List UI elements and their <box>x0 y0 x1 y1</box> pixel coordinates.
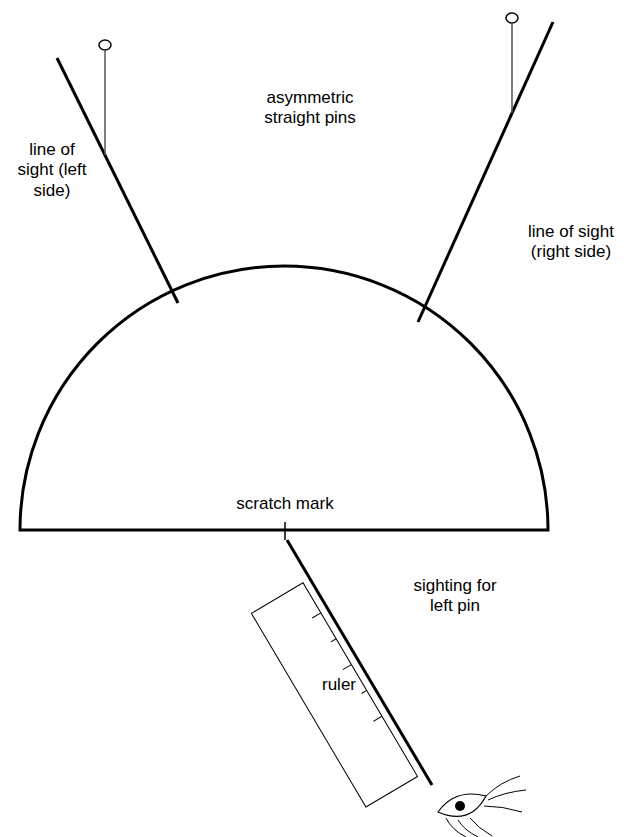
ruler-tick <box>331 639 336 642</box>
sighting-label-text: sighting for left pin <box>413 576 496 615</box>
pin <box>511 24 513 113</box>
ruler-tick <box>361 690 366 693</box>
sight-label: line of sight (left side) <box>12 140 92 201</box>
ruler-tick <box>373 716 382 721</box>
ruler-label: ruler <box>314 675 364 695</box>
eye-drawing <box>438 776 526 837</box>
pin-head <box>99 40 111 50</box>
ruler-drawing <box>251 583 417 807</box>
mark-label: scratch mark <box>215 494 355 514</box>
scratch-mark <box>284 522 286 540</box>
ruler-label-text: ruler <box>322 675 356 694</box>
ruler-tick <box>312 613 321 618</box>
sight-line <box>57 58 178 303</box>
pin <box>104 51 106 155</box>
pin-head <box>506 13 518 23</box>
ruler-tick <box>343 665 352 670</box>
title-note: asymmetric straight pins <box>250 88 370 129</box>
semicircular-block <box>20 266 548 530</box>
sight-label-text: line of sight (left side) <box>18 140 87 200</box>
sight-line <box>418 22 553 322</box>
ruler-body <box>251 583 417 807</box>
sighting-label: sighting for left pin <box>400 576 510 617</box>
title-note-text: asymmetric straight pins <box>264 88 356 127</box>
sight-label-text: line of sight (right side) <box>528 222 614 261</box>
sight-label: line of sight (right side) <box>528 222 614 263</box>
mark-label-text: scratch mark <box>236 494 333 513</box>
